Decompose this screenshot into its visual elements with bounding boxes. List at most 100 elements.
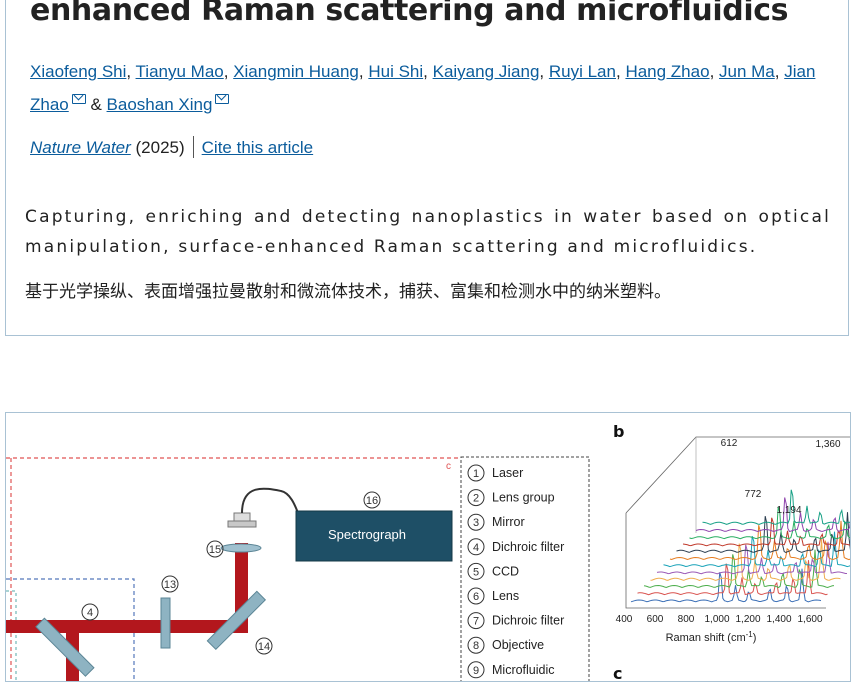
callout-15: [206, 540, 224, 558]
legend-number: 7: [473, 616, 479, 628]
legend-number: 2: [473, 493, 479, 505]
legend-label: Dichroic filter: [492, 614, 564, 628]
callout-13-num: 13: [164, 579, 176, 591]
x-tick-label: 400: [616, 614, 633, 625]
author-link[interactable]: Tianyu Mao: [135, 62, 224, 81]
spectrum-trace: [669, 520, 850, 561]
author-link[interactable]: Kaiyang Jiang: [432, 62, 540, 81]
legend-label: Objective: [492, 638, 544, 652]
x-tick-label: 1,200: [735, 614, 760, 625]
legend-number-circle: [467, 513, 485, 531]
callout-14: [255, 637, 273, 655]
callout-13: [161, 575, 179, 593]
callout-16: [363, 491, 381, 509]
spectrum-trace: [663, 531, 850, 568]
spectrograph-label: Spectrograph: [328, 527, 406, 542]
x-tick-label: 800: [678, 614, 695, 625]
figure-graphic: c Spectrograph 4 13 14 15: [6, 422, 850, 682]
legend-number-circle: [467, 636, 485, 654]
legend-label: Laser: [492, 466, 523, 480]
legend-number: 8: [473, 640, 479, 652]
callout-14-num: 14: [258, 641, 270, 653]
peak-label-1360: 1,360: [815, 439, 840, 450]
x-tick-label: 1,600: [797, 614, 822, 625]
legend-number: 4: [473, 542, 479, 554]
lens-15: [220, 543, 262, 553]
peak-label-612: 612: [721, 438, 738, 449]
legend-number-circle: [467, 538, 485, 556]
author-and: &: [85, 95, 107, 114]
author-link[interactable]: Baoshan Xing: [106, 95, 213, 114]
author-separator: ,: [539, 62, 549, 81]
author-link[interactable]: Xiangmin Huang: [233, 62, 359, 81]
spectrum-trace: [643, 549, 835, 589]
email-icon[interactable]: [71, 94, 86, 104]
publication-year: (2025): [130, 138, 185, 157]
email-icon[interactable]: [215, 94, 230, 104]
abstract-english: Capturing, enriching and detecting nanop…: [25, 207, 831, 257]
spectrum-trace: [676, 512, 850, 554]
spectrum-trace: [695, 497, 850, 533]
x-axis-label: Raman shift (cm-1): [666, 630, 757, 644]
author-separator: ,: [358, 62, 369, 81]
legend-number-circle: [467, 562, 485, 580]
legend-label: Dichroic filter: [492, 540, 564, 554]
callout-15-num: 15: [209, 544, 221, 556]
component-callouts: 4 13 14 15 16: [81, 491, 381, 655]
x-tick-label: 600: [647, 614, 664, 625]
legend-label: Lens: [492, 589, 519, 603]
legend-number-circle: [467, 464, 485, 482]
legend-number: 9: [473, 665, 479, 677]
spectrum-trace: [682, 517, 850, 547]
author-list: Xiaofeng Shi, Tianyu Mao, Xiangmin Huang…: [30, 55, 820, 121]
journal-link[interactable]: Nature Water: [30, 138, 131, 157]
callout-4-num: 4: [87, 607, 93, 619]
figure-panel: c Spectrograph 4 13 14 15: [5, 412, 851, 682]
author-link[interactable]: Hang Zhao: [625, 62, 710, 81]
spectra-traces: [630, 489, 850, 603]
author-link[interactable]: Jun Ma: [719, 62, 775, 81]
cite-this-article-link[interactable]: Cite this article: [201, 138, 314, 157]
legend-label: Microfluidic: [492, 663, 555, 677]
callout-16-num: 16: [366, 495, 378, 507]
x-tick-label: 1,000: [704, 614, 729, 625]
spectrum-trace: [637, 560, 828, 596]
spectrum-trace: [702, 489, 850, 525]
raman-spectra-plot: 612 1,360 772 1,194 400 600 800 1,000 1,200 1…: [616, 436, 850, 644]
author-separator: ,: [423, 62, 433, 81]
panel-c-label: c: [613, 664, 622, 682]
spectrum-trace: [630, 568, 822, 603]
author-link[interactable]: Jian Zhao: [30, 62, 816, 114]
legend-number: 3: [473, 517, 479, 529]
legend-label: CCD: [492, 564, 519, 578]
legend-number: 1: [473, 468, 479, 480]
x-axis-ticks: 400 600 800 1,000 1,200 1,400 1,600: [616, 614, 823, 625]
author-link[interactable]: Ruyi Lan: [548, 62, 616, 81]
author-separator: ,: [223, 62, 234, 81]
dashed-region-blue: [6, 578, 135, 681]
author-separator: ,: [126, 62, 136, 81]
fiber-coupler-base: [227, 520, 257, 528]
legend-number-circle: [467, 587, 485, 605]
plot-3d-frame-front: [625, 513, 826, 609]
abstract-chinese: 基于光学操纵、表面增强拉曼散射和微流体技术，捕获、富集和检测水中的纳米塑料。: [25, 282, 671, 302]
peak-label-1194: 1,194: [776, 505, 801, 516]
legend-label: Mirror: [492, 515, 525, 529]
peak-label-772: 772: [745, 489, 762, 500]
optical-fiber: [241, 487, 299, 514]
citation-line: Nature Water (2025) Cite this article: [30, 136, 313, 158]
legend-number: 6: [473, 591, 479, 603]
spectrum-trace: [650, 539, 841, 582]
callout-4: [81, 603, 99, 621]
article-title: enhanced Raman scattering and microfluid…: [30, 0, 789, 28]
panel-b-label: b: [613, 422, 624, 441]
x-tick-label: 1,400: [766, 614, 791, 625]
citation-divider: [192, 136, 194, 158]
author-link[interactable]: Xiaofeng Shi: [30, 62, 127, 81]
inset-label-c: c: [446, 461, 451, 472]
author-link[interactable]: Hui Shi: [368, 62, 424, 81]
spectrum-trace: [689, 506, 850, 540]
author-separator: ,: [774, 62, 785, 81]
spectrum-trace: [656, 541, 847, 575]
